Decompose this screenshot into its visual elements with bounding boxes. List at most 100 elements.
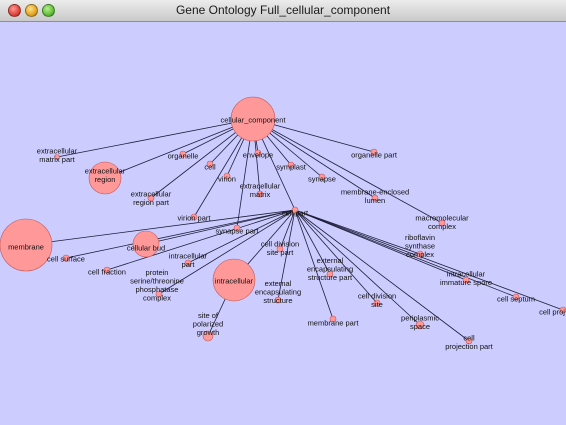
node-cell_projection_part[interactable] <box>465 337 473 345</box>
node-label-line: intracellular <box>447 269 486 278</box>
minimize-button[interactable] <box>25 4 38 17</box>
node-label-line: phosphatase <box>136 285 179 294</box>
node-label-line: intracellular <box>215 277 254 286</box>
node-external_encapsulating_structure[interactable] <box>274 296 282 304</box>
node-label-organelle_part: organelle part <box>351 151 398 160</box>
node-label-cell_projection: cell proj <box>539 308 565 317</box>
node-label-line: macromolecular <box>415 213 469 222</box>
node-membrane[interactable] <box>0 218 53 272</box>
node-label-line: symplast <box>276 163 307 172</box>
node-label-line: synapse part <box>216 227 260 236</box>
edge-cellular_component-to-macromolecular_complex <box>252 118 443 224</box>
edge-cell_part-to-cell_division_site <box>294 209 378 304</box>
node-label-line: organelle part <box>351 151 398 160</box>
node-virion_part[interactable] <box>190 213 198 221</box>
edge-cell_part-to-cell_surface <box>65 209 296 259</box>
node-label-line: complex <box>428 222 456 231</box>
node-cell[interactable] <box>206 160 214 168</box>
node-membrane_part[interactable] <box>329 315 337 323</box>
node-synapse[interactable] <box>318 173 326 181</box>
node-label-line: complex <box>406 250 434 259</box>
node-cell_projection[interactable] <box>559 306 566 314</box>
node-cell_part[interactable] <box>291 206 299 214</box>
node-cell_fraction[interactable] <box>103 266 111 274</box>
edge-cell_part-to-cell_projection <box>294 209 564 311</box>
node-site_of_polarized_growth[interactable] <box>202 330 214 342</box>
edge-cell_part-to-intracellular_immature_spore <box>294 209 467 281</box>
node-cell_division_site[interactable] <box>373 299 381 307</box>
node-label-line: growth <box>197 328 220 337</box>
node-label-line: organelle <box>168 152 199 161</box>
node-label-virion: virion <box>218 175 236 184</box>
node-cellular_bud[interactable] <box>132 230 160 258</box>
edge-cell_part-to-external_encapsulating_structure <box>277 209 296 301</box>
node-label-line: lumen <box>365 196 385 205</box>
node-label-line: cell <box>204 163 216 172</box>
node-intracellular[interactable] <box>212 258 256 302</box>
node-periplasmic_space[interactable] <box>415 320 425 330</box>
node-extracellular_matrix[interactable] <box>256 190 264 198</box>
title-bar[interactable]: Gene Ontology Full_cellular_component <box>0 0 566 22</box>
node-label-line: projection part <box>445 342 493 351</box>
node-extracellular_region_part[interactable] <box>147 194 155 202</box>
node-cell_surface[interactable] <box>62 254 70 262</box>
node-extracellular_region[interactable] <box>88 161 122 195</box>
node-membrane_enclosed_lumen[interactable] <box>371 194 379 202</box>
node-label-line: envelope <box>243 151 273 160</box>
edge-cell_part-to-cell_septum <box>294 209 517 298</box>
node-organelle[interactable] <box>179 150 187 158</box>
node-extracellular_matrix_part[interactable] <box>54 154 60 160</box>
node-label-line: matrix part <box>39 155 75 164</box>
edge-cellular_component-to-extracellular_matrix_part <box>56 118 254 158</box>
node-virion[interactable] <box>223 172 231 180</box>
node-label-line: synapse <box>308 175 336 184</box>
node-label-cellular_component: cellular_component <box>220 116 286 125</box>
edge-cell_part-to-external_encapsulating_structure_part <box>294 209 331 275</box>
node-label-cellular_bud: cellular bud <box>127 244 165 253</box>
edge-cell_part-to-intracellular_part <box>187 209 296 264</box>
node-label-line: cell part <box>282 209 309 218</box>
node-symplast[interactable] <box>287 161 295 169</box>
node-riboflavin_synthase_complex[interactable] <box>416 250 424 258</box>
node-label-line: intracellular <box>169 251 208 260</box>
node-envelope[interactable] <box>254 149 262 157</box>
node-label-cell_fraction: cell fraction <box>88 268 126 277</box>
node-cell_division_site_part[interactable] <box>276 245 284 253</box>
node-label-line: riboflavin <box>405 233 435 242</box>
node-label-line: external <box>265 279 292 288</box>
node-label-cell_surface: cell surface <box>47 255 85 264</box>
node-organelle_part[interactable] <box>370 148 378 156</box>
node-macromolecular_complex[interactable] <box>438 219 446 227</box>
close-button[interactable] <box>8 4 21 17</box>
edge-cell_part-to-cellular_bud <box>145 209 296 245</box>
node-label-synapse: synapse <box>308 175 336 184</box>
zoom-button[interactable] <box>42 4 55 17</box>
node-intracellular_immature_spore[interactable] <box>462 276 470 284</box>
edge-cell_part-to-riboflavin_synthase_complex <box>294 209 421 255</box>
node-cellular_component[interactable] <box>230 96 276 142</box>
node-cell_septum[interactable] <box>512 293 520 301</box>
node-synapse_part[interactable] <box>233 224 241 232</box>
node-label-line: cell septum <box>497 295 535 304</box>
node-label-line: matrix <box>250 190 271 199</box>
edge-cell_part-to-cell_projection_part <box>294 209 470 342</box>
node-label-line: extracellular <box>85 166 126 175</box>
node-external_encapsulating_structure_part[interactable] <box>326 270 334 278</box>
edge-cell_part-to-periplasmic_space <box>294 209 421 326</box>
node-label-line: extracellular <box>131 189 172 198</box>
node-intracellular_part[interactable] <box>184 259 192 267</box>
node-protein_serine_threonine_phosphatase_complex[interactable] <box>155 290 163 298</box>
